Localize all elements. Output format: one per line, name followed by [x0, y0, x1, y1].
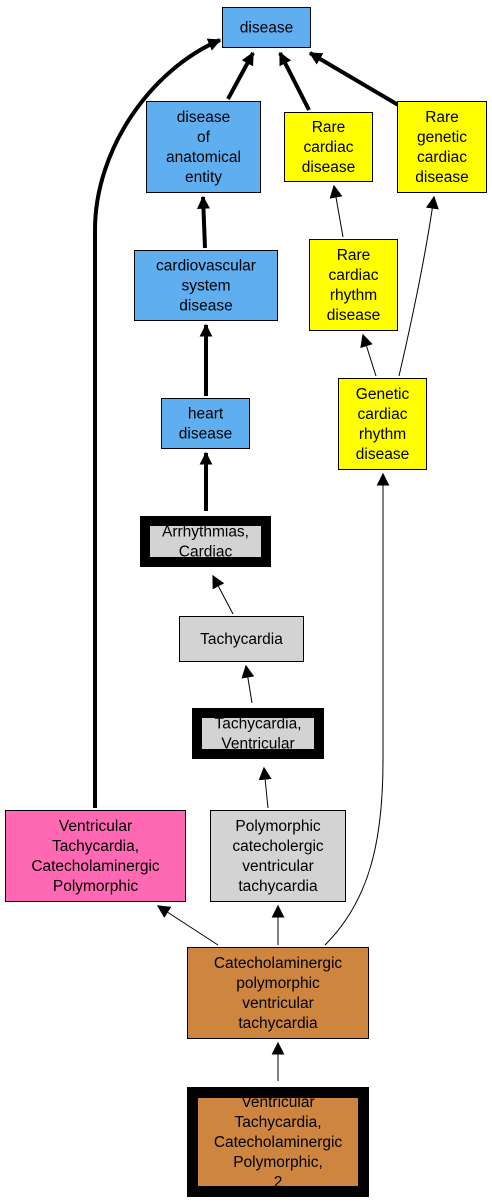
edge-tachycardia-to-arrhythmias_cardiac: [212, 574, 234, 615]
node-box: [140, 516, 271, 567]
nodes-layer: diseasediseaseofanatomicalentityRarecard…: [5, 7, 487, 1197]
node-label-line: tachycardia: [238, 878, 318, 895]
node-box: [338, 378, 427, 470]
node-tachycardia-ventricular[interactable]: Tachycardia, Ventricular: [192, 708, 324, 759]
node-box: [222, 7, 311, 48]
node-label-line: system: [181, 278, 230, 295]
edges-layer: [92, 38, 439, 1081]
node-label-line: 2: [274, 1174, 283, 1191]
node-label-line: rhythm: [359, 426, 406, 443]
node-label-line: Tachycardia,: [214, 716, 301, 733]
edge-rare_cardiac_disease-to-disease: [278, 51, 311, 111]
node-label-line: disease: [356, 446, 409, 463]
edge-genetic_cardiac_rhythm_disease-to-rare_cardiac_rhythm_disease: [360, 333, 377, 377]
node-label-line: cardiac: [329, 267, 379, 284]
edge-catecholaminergic_polymorphic_vt-to-genetic_cardiac_rhythm_disease: [324, 472, 390, 946]
node-label-line: Cardiac: [179, 544, 233, 561]
node-label-line: cardiac: [417, 149, 467, 166]
node-label-line: Arrhythmias,: [162, 524, 249, 541]
node-label-line: entity: [185, 169, 222, 186]
node-box: [161, 398, 250, 449]
node-label-line: disease: [415, 169, 468, 186]
node-label-line: Polymorphic: [53, 878, 139, 895]
edge-tachycardia_ventricular-to-tachycardia: [241, 664, 255, 704]
node-box: [210, 810, 346, 902]
node-label-line: Ventricular: [241, 1094, 314, 1111]
node-label-line: disease: [179, 298, 232, 315]
edge-vt_catecholaminergic_polymorphic-to-disease: [92, 38, 222, 809]
node-cardiovascular-system-disease[interactable]: cardiovascular system disease: [134, 250, 278, 321]
node-label-line: Catecholaminergic: [31, 858, 160, 875]
node-box: [187, 947, 369, 1039]
edge-cardiovascular_system_disease-to-disease_of_anatomical_entity: [196, 195, 210, 249]
edge-rare_cardiac_rhythm_disease-to-rare_cardiac_disease: [329, 184, 344, 238]
node-polymorphic-catecholergic-vt[interactable]: Polymorphic catecholergic ventricular tachy…: [210, 810, 346, 902]
node-box: [146, 101, 261, 193]
node-label-line: cardiac: [358, 406, 408, 423]
node-label-line: genetic: [417, 129, 467, 146]
node-label-line: ventricular: [242, 995, 314, 1012]
node-label-line: Rare: [312, 119, 346, 136]
node-label-line: Tachycardia,: [234, 1114, 321, 1131]
node-rare-genetic-cardiac-disease[interactable]: Rare genetic cardiac disease: [397, 101, 487, 193]
node-label-line: Rare: [337, 247, 371, 264]
edge-rare_genetic_cardiac_disease-to-disease: [308, 51, 402, 108]
node-label-line: ventricular: [242, 858, 314, 875]
node-label-line: catecholergic: [232, 838, 324, 855]
node-label-line: Catecholaminergic: [214, 1134, 343, 1151]
node-tachycardia[interactable]: Tachycardia: [179, 616, 304, 662]
node-label-line: disease: [327, 307, 380, 324]
node-label-line: disease: [302, 159, 355, 176]
node-label-line: Tachycardia: [200, 631, 283, 648]
node-box: [309, 239, 398, 331]
node-box: [187, 1087, 369, 1197]
edge-genetic_cardiac_rhythm_disease-to-rare_genetic_cardiac_disease: [398, 195, 439, 377]
node-box: [397, 101, 487, 193]
node-label-line: Polymorphic: [235, 818, 321, 835]
node-label-line: Genetic: [356, 386, 410, 403]
edge-disease_of_anatomical_entity-to-disease: [226, 51, 255, 100]
node-label-line: of: [197, 129, 211, 146]
node-label-line: Tachycardia,: [52, 838, 139, 855]
node-box: [192, 708, 324, 759]
node-label-line: heart: [188, 406, 224, 423]
node-label-line: tachycardia: [238, 1015, 318, 1032]
node-box: [179, 616, 304, 662]
node-label-line: disease: [179, 426, 232, 443]
node-disease-of-anatomical-entity[interactable]: disease of anatomical entity: [146, 101, 261, 193]
node-label-line: Polymorphic,: [233, 1154, 323, 1171]
node-label-line: cardiac: [304, 139, 354, 156]
node-box: [284, 112, 373, 182]
node-label-line: anatomical: [166, 149, 241, 166]
node-label-line: disease: [177, 109, 230, 126]
node-rare-cardiac-disease[interactable]: Rare cardiac disease: [284, 112, 373, 182]
node-label-line: Ventricular: [59, 818, 132, 835]
node-arrhythmias-cardiac[interactable]: Arrhythmias, Cardiac: [140, 516, 271, 567]
node-box: [134, 250, 278, 321]
node-genetic-cardiac-rhythm-disease[interactable]: Genetic cardiac rhythm disease: [338, 378, 427, 470]
node-label-line: rhythm: [330, 287, 377, 304]
node-label-line: Ventricular: [221, 736, 294, 753]
node-rare-cardiac-rhythm-disease[interactable]: Rare cardiac rhythm disease: [309, 239, 398, 331]
node-catecholaminergic-polymorphic-vt[interactable]: Catecholaminergic polymorphic ventricular t…: [187, 947, 369, 1039]
node-label-line: cardiovascular: [156, 258, 256, 275]
edge-polymorphic_catecholergic_vt-to-tachycardia_ventricular: [258, 766, 272, 809]
node-label-line: disease: [240, 20, 293, 37]
node-box: [5, 810, 186, 902]
node-heart-disease[interactable]: heart disease: [161, 398, 250, 449]
node-disease[interactable]: disease: [222, 7, 311, 48]
node-label-line: Rare: [425, 109, 459, 126]
node-label-line: polymorphic: [236, 975, 320, 992]
edge-catecholaminergic_polymorphic_vt-to-vt_catecholaminergic_polymorphic: [156, 905, 219, 946]
node-label-line: Catecholaminergic: [214, 955, 343, 972]
